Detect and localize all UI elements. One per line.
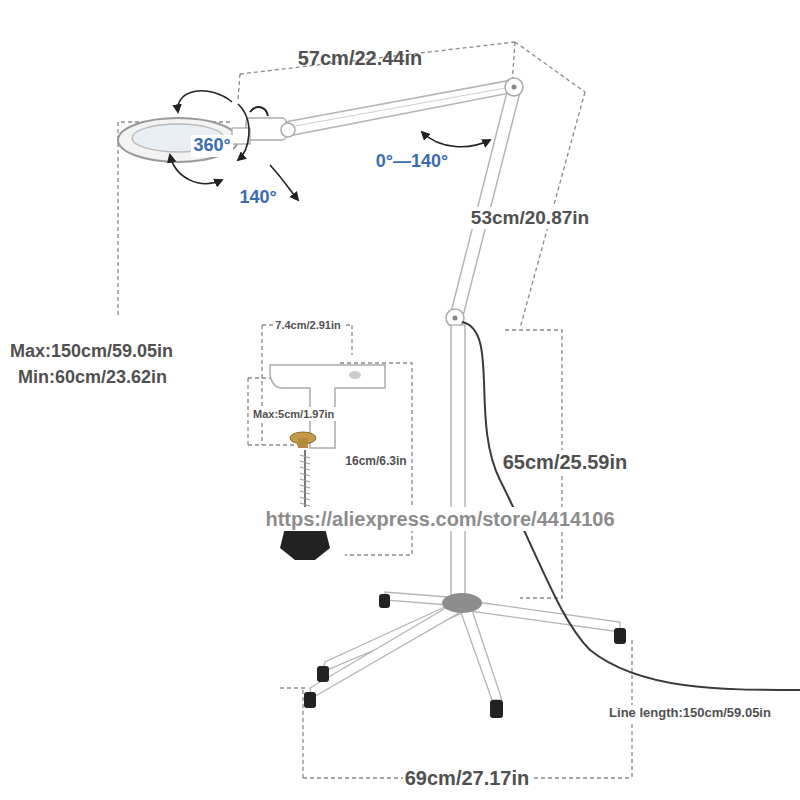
dimension-label: Max:150cm/59.05in (8, 341, 175, 363)
dimension-lines (118, 42, 632, 778)
rotation-arrows (170, 91, 490, 200)
power-cable (462, 322, 800, 690)
dimension-label: Max:5cm/1.97in (251, 407, 336, 421)
dimension-label: 140° (237, 187, 278, 209)
screw-thread (300, 461, 310, 464)
screw-thread (300, 473, 310, 476)
dimension-label: https://aliexpress.com/store/4414106 (263, 507, 616, 531)
dimension-label: Min:60cm/23.62in (16, 367, 169, 389)
dimension-label: 16cm/6.3in (343, 454, 408, 469)
screw-thread (300, 497, 310, 500)
screw-thread (300, 455, 310, 458)
dimension-label: 57cm/22.44in (296, 46, 425, 70)
screw-thread (300, 479, 310, 482)
dimension-label: Line length:150cm/59.05in (607, 705, 773, 721)
screw-thread (300, 491, 310, 494)
dimension-label: 360° (191, 135, 232, 157)
dimension-label: 0°—140° (374, 151, 450, 173)
dimension-label: 7.4cm/2.91in (273, 318, 342, 332)
screw-thread (300, 467, 310, 470)
screw-thread (300, 485, 310, 488)
dimension-label: 65cm/25.59in (501, 450, 630, 474)
magnifier-head (118, 118, 250, 162)
dimension-label: 53cm/20.87in (469, 207, 591, 230)
screw-thread (300, 503, 310, 506)
lamp-arms (246, 78, 523, 327)
dimension-label: 69cm/27.17in (403, 766, 532, 790)
